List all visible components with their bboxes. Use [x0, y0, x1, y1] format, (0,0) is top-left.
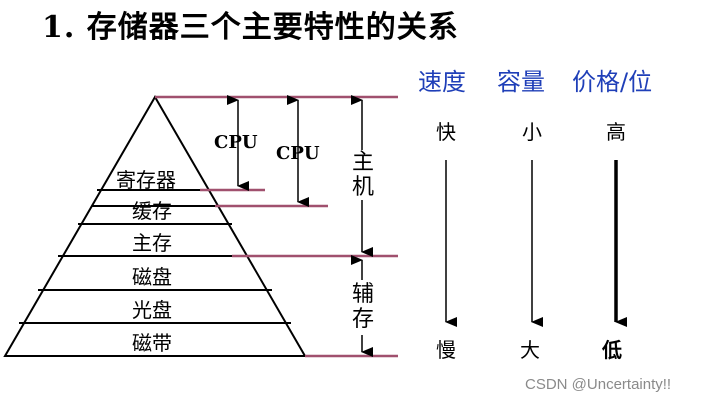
level-cache: 缓存 [132, 199, 172, 223]
level-registers: 寄存器 [116, 168, 176, 192]
speed-header: 速度 [418, 68, 466, 96]
price-per-bit-header: 价格/位 [572, 68, 653, 96]
auxiliary-storage-label: 辅存 [352, 282, 375, 332]
pyramid-outline [3, 95, 307, 357]
level-disk: 磁盘 [132, 265, 172, 289]
speed-top: 快 [436, 120, 456, 144]
host-label: 主机 [352, 150, 375, 200]
watermark: CSDN @Uncertainty!! [525, 376, 672, 393]
cpu-label-registers: CPU [214, 132, 258, 153]
price-bottom: 低 [602, 338, 622, 362]
level-tape: 磁带 [132, 331, 172, 355]
capacity-top: 小 [522, 120, 542, 144]
capacity-bottom: 大 [520, 338, 540, 362]
level-main-memory: 主存 [132, 231, 172, 255]
speed-bottom: 慢 [436, 338, 456, 362]
price-top: 高 [606, 120, 626, 144]
capacity-header: 容量 [497, 68, 545, 96]
cpu-label-cache: CPU [276, 143, 320, 164]
level-optical-disk: 光盘 [132, 298, 172, 322]
page-title: 1. 存储器三个主要特性的关系 [42, 10, 459, 45]
